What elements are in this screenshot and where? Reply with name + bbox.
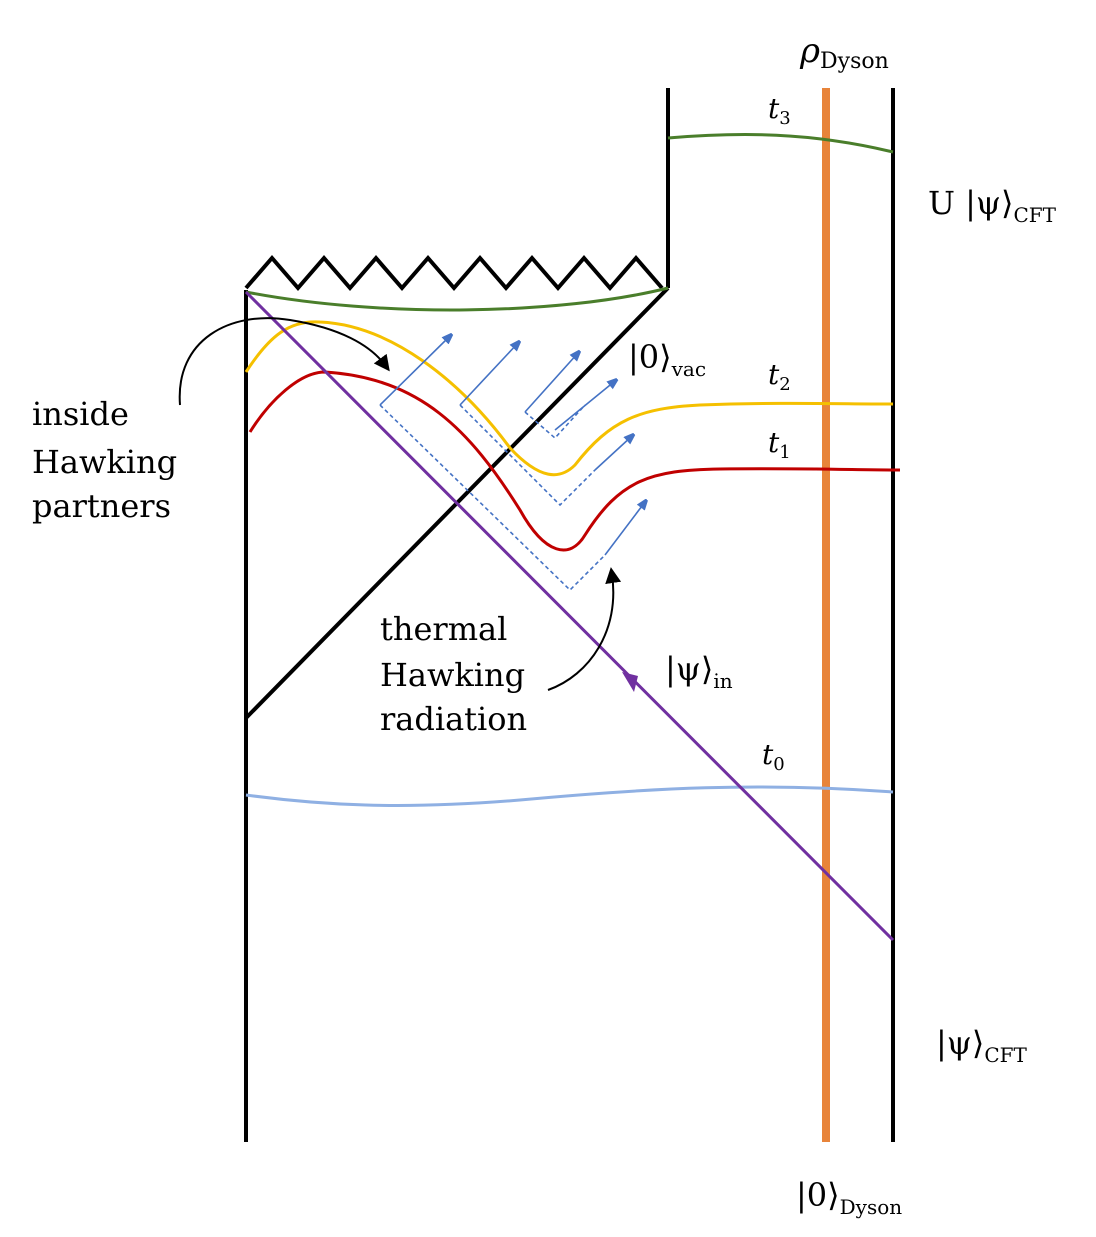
t1-label: t1 <box>768 426 791 463</box>
singularity-zigzag <box>244 254 664 292</box>
slice-t2 <box>244 320 894 477</box>
slice-t3-inside <box>245 286 669 312</box>
vacuum-label: |0⟩vac <box>628 338 706 381</box>
t0-label: t0 <box>762 738 785 775</box>
slice-t1 <box>248 370 901 552</box>
infalling-ray <box>244 290 895 942</box>
hawking-outgoing-arrow <box>459 343 518 406</box>
psi-cft-label: |ψ⟩CFT <box>936 1024 1028 1067</box>
hawking-outgoing-arrow <box>524 353 578 413</box>
zero-dyson-label: |0⟩Dyson <box>796 1176 902 1219</box>
inside-partners-text: inside Hawking partners <box>32 395 187 525</box>
t3-label: t3 <box>768 92 791 129</box>
hawking-pair-path <box>459 404 596 507</box>
thermal-radiation-text: thermal Hawking radiation <box>380 610 535 738</box>
hawking-outgoing-arrow <box>379 336 450 406</box>
hawking-pair-path <box>524 404 586 440</box>
u-psi-cft-label: U |ψ⟩CFT <box>928 184 1057 227</box>
slice-t0 <box>245 785 894 807</box>
hawking-pair-path <box>379 404 606 592</box>
t2-label: t2 <box>768 358 791 395</box>
hawking-outgoing-arrow <box>554 381 615 431</box>
inside-partners-arrow <box>178 317 390 406</box>
slice-t3-outside <box>667 133 894 154</box>
thermal-radiation-arrow <box>547 567 622 691</box>
psi-in-label: |ψ⟩in <box>665 650 733 693</box>
hawking-modes <box>379 336 645 592</box>
rho-dyson-label: ρDyson <box>799 31 889 74</box>
hawking-outgoing-arrow <box>594 436 632 471</box>
infalling-ray-arrowhead <box>622 672 638 692</box>
hawking-outgoing-arrow <box>604 502 645 556</box>
